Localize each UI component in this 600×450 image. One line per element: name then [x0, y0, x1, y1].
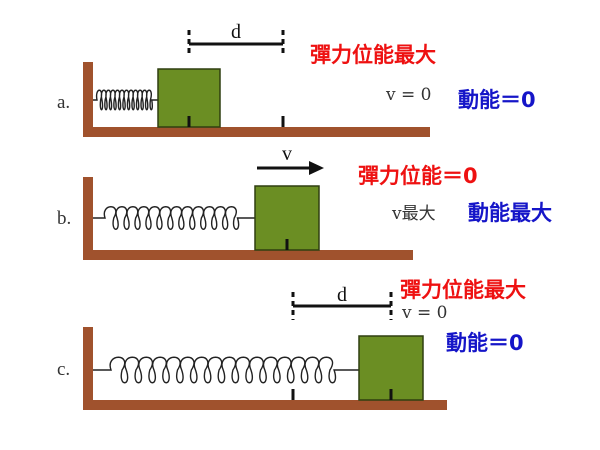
panel-a-label: a. — [57, 92, 70, 113]
panel-b-floor — [83, 250, 413, 260]
panel-a-distance-label: d — [231, 21, 241, 43]
panel-a-wall — [83, 62, 93, 136]
panel-a-spring — [93, 89, 158, 111]
panel-a-floor — [83, 127, 430, 137]
panel-b: b. v 彈力位能＝0 v最大 動能最大 — [57, 143, 552, 260]
panel-b-wall — [83, 177, 93, 251]
panel-c-label: c. — [57, 359, 70, 380]
panel-b-velocity-arrow-head — [309, 161, 324, 175]
panel-a: a. d 彈力位能最大 v = 0 動能＝0 — [57, 21, 536, 137]
panel-b-velocity-label: v — [282, 143, 292, 165]
panel-c-speed: v = 0 — [401, 303, 447, 323]
panel-a-speed: v = 0 — [385, 85, 431, 105]
panel-c-potential-energy: 彈力位能最大 — [400, 278, 526, 302]
panel-a-kinetic-energy: 動能＝0 — [458, 88, 536, 112]
panel-b-label: b. — [57, 208, 71, 229]
panel-a-potential-energy: 彈力位能最大 — [310, 43, 436, 67]
panel-c-spring — [93, 356, 359, 384]
panel-c-wall — [83, 327, 93, 410]
panel-c-kinetic-energy: 動能＝0 — [446, 331, 524, 355]
panel-c: c. d 彈力位能最大 v = 0 動能＝0 — [57, 278, 526, 410]
panel-b-kinetic-energy: 動能最大 — [468, 201, 552, 225]
panel-c-distance-label: d — [337, 284, 347, 306]
panel-b-spring — [93, 206, 255, 230]
panel-c-floor — [83, 400, 447, 410]
panel-b-speed: v最大 — [391, 204, 436, 224]
panel-b-potential-energy: 彈力位能＝0 — [358, 164, 478, 188]
